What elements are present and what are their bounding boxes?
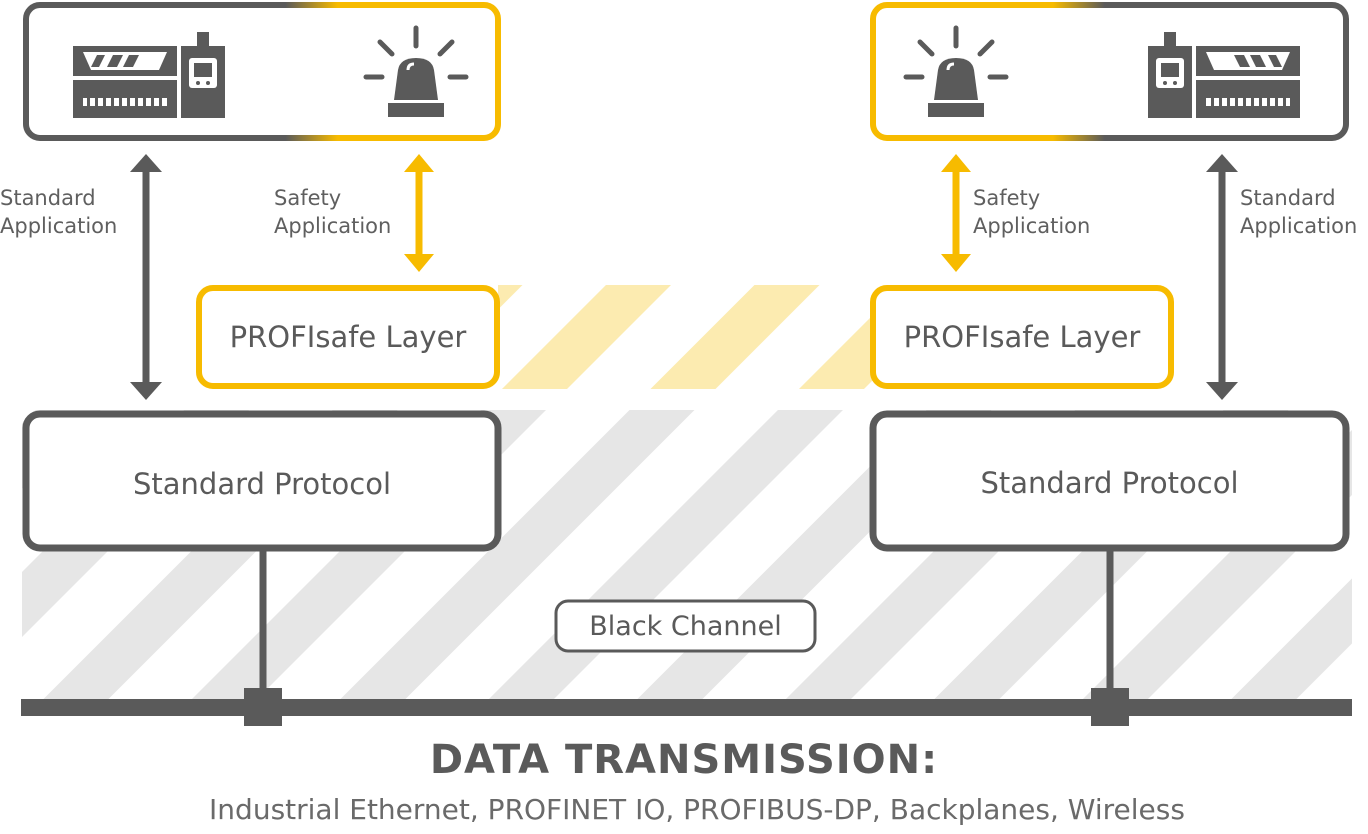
label-line: Application [973, 214, 1091, 238]
standard-application-arrow-left [130, 154, 162, 400]
warning-beacon-icon [903, 25, 1009, 117]
bus-node-right [1091, 688, 1129, 726]
safety-application-arrow-right [941, 154, 971, 272]
data-transmission-title: DATA TRANSMISSION: [429, 737, 939, 783]
data-bus-line [21, 699, 1352, 716]
label-line: Application [0, 214, 118, 238]
standard-application-label-left: Standard Application [0, 184, 117, 240]
standard-protocol-label-left: Standard Protocol [132, 467, 391, 501]
label-line: Standard [0, 186, 96, 210]
standard-protocol-box-left [22, 410, 502, 552]
label-line: Application [274, 214, 392, 238]
data-transmission-subtitle: Industrial Ethernet, PROFINET IO, PROFIB… [209, 793, 1185, 826]
plc-controller-icon [73, 32, 225, 118]
profisafe-layer-box-left [196, 285, 500, 389]
standard-protocol-box-right [869, 410, 1350, 552]
bus-node-left [244, 688, 282, 726]
standard-application-arrow-right [1206, 154, 1238, 400]
safety-application-arrow-left [404, 154, 434, 272]
label-line: Safety [973, 186, 1041, 210]
black-channel-label: Black Channel [589, 610, 782, 642]
label-line: Safety [274, 186, 342, 210]
safety-application-label-left: Safety Application [274, 184, 391, 240]
safety-application-label-right: Safety Application [973, 184, 1090, 240]
standard-protocol-label-right: Standard Protocol [980, 466, 1239, 500]
profisafe-layer-box-right [870, 285, 1174, 389]
warning-beacon-icon [363, 25, 469, 117]
label-line: Application [1240, 214, 1358, 238]
profisafe-layer-label-right: PROFIsafe Layer [903, 320, 1141, 354]
black-channel-badge [554, 599, 817, 653]
safety-channel-hatch [498, 285, 873, 389]
profisafe-layer-label-left: PROFIsafe Layer [229, 320, 467, 354]
plc-controller-icon [1148, 32, 1300, 118]
label-line: Standard [1240, 186, 1336, 210]
standard-application-label-right: Standard Application [1240, 184, 1357, 240]
